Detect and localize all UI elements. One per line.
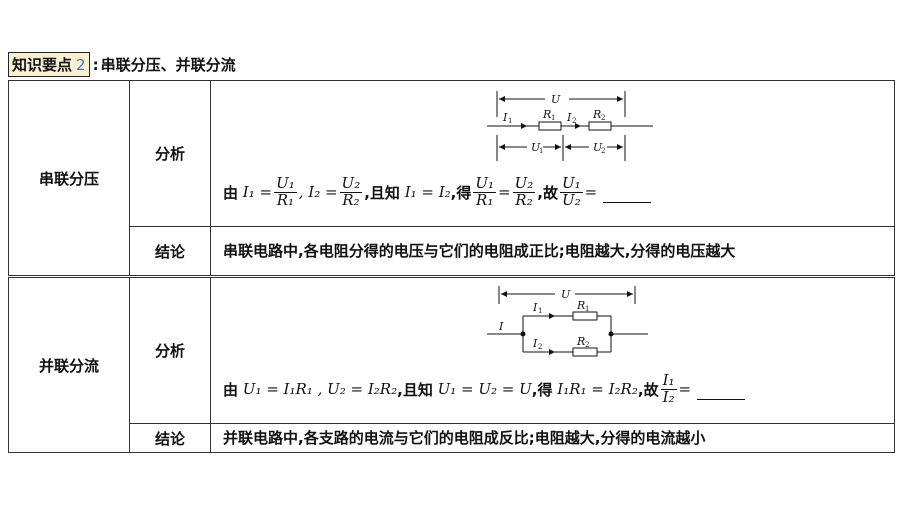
frac-denominator: R₂ xyxy=(515,190,533,209)
parallel-formula-eq3: = xyxy=(678,380,692,399)
parallel-conclusion-cell: 并联电路中,各支路的电流与它们的电阻成反比;电阻越大,分得的电流越小 xyxy=(210,423,895,453)
series-u1-label: U xyxy=(531,141,541,154)
parallel-formula-part1: U₁ = I₁R₁ , U₂ = I₂R₂ xyxy=(242,380,398,399)
parallel-formula-eq: U₁ = U₂ = U xyxy=(437,380,532,399)
parallel-formula-mid: ,且知 xyxy=(397,380,433,399)
parallel-circuit-diagram: U I I R I R 1 1 2 2 xyxy=(487,286,648,357)
series-circuit-diagram: U I R I R U U 1 1 2 2 1 2 xyxy=(487,91,653,161)
parallel-i-label: I xyxy=(498,320,504,333)
parallel-r1-label: R xyxy=(576,299,585,312)
knowledge-table: 串联分压 分析 xyxy=(8,80,895,453)
header-colon: : xyxy=(92,55,99,74)
series-answer-blank[interactable] xyxy=(603,201,652,204)
series-formula-eq3: = xyxy=(584,183,598,202)
frac-numerator: I₁ xyxy=(660,371,677,390)
series-formula-mid: ,且知 xyxy=(364,183,400,202)
parallel-r2-sub: 2 xyxy=(585,341,589,349)
parallel-formula-so: ,故 xyxy=(637,380,659,399)
parallel-analysis-cell: U I I R I R 1 1 2 2 由 xyxy=(210,276,895,424)
series-analysis-row: 串联分压 分析 xyxy=(8,80,895,278)
series-i2-sub: 2 xyxy=(572,117,576,125)
parallel-formula: 由 U₁ = I₁R₁ , U₂ = I₂R₂ ,且知 U₁ = U₂ = U … xyxy=(223,371,746,406)
parallel-analysis-row: 并联分流 分析 xyxy=(8,276,895,453)
series-analysis-cell: U I R I R U U 1 1 2 2 1 2 xyxy=(210,80,895,227)
parallel-conclusion-row: 结论 并联电路中,各支路的电流与它们的电阻成反比;电阻越大,分得的电流越小 xyxy=(9,423,895,453)
parallel-u-label: U xyxy=(561,288,571,301)
parallel-row-label: 并联分流 xyxy=(8,276,130,453)
series-r2-label: R xyxy=(592,108,601,121)
series-r1-label: R xyxy=(542,108,551,121)
parallel-i1-sub: 1 xyxy=(538,307,542,315)
frac-numerator: U₁ xyxy=(274,174,297,193)
series-u2-sub: 2 xyxy=(601,147,605,155)
series-i1-sub: 1 xyxy=(508,117,512,125)
parallel-i2-sub: 2 xyxy=(538,343,542,351)
series-i1-label: I xyxy=(502,111,508,124)
parallel-analysis-label: 分析 xyxy=(129,276,211,424)
series-u1-sub: 1 xyxy=(539,147,543,155)
parallel-conclusion-text: 并联电路中,各支路的电流与它们的电阻成反比;电阻越大,分得的电流越小 xyxy=(223,429,706,447)
series-r2-sub: 2 xyxy=(601,114,605,122)
parallel-r1-sub: 1 xyxy=(585,305,589,313)
frac-denominator: R₂ xyxy=(342,190,360,209)
frac-numerator: U₂ xyxy=(339,174,363,193)
series-row-label: 串联分压 xyxy=(8,80,130,278)
parallel-r2-label: R xyxy=(576,335,585,348)
parallel-formula-lead: 由 xyxy=(223,380,239,399)
frac-numerator: U₁ xyxy=(473,174,497,193)
series-r1-sub: 1 xyxy=(551,114,555,122)
tag-label: 知识要点 xyxy=(12,56,73,74)
frac-denominator: R₁ xyxy=(276,190,295,209)
series-formula-i1: I₁ = xyxy=(242,183,273,202)
series-formula-eq2: = xyxy=(498,183,511,202)
frac-denominator: R₁ xyxy=(476,190,494,209)
series-formula-so: ,故 xyxy=(537,183,558,202)
series-i2-label: I xyxy=(566,111,572,124)
parallel-answer-blank[interactable] xyxy=(697,398,746,401)
series-formula-lead: 由 xyxy=(223,183,239,202)
frac-denominator: U₂ xyxy=(561,190,581,209)
series-u-label: U xyxy=(551,93,561,106)
parallel-formula-eq2: I₁R₁ = I₂R₂ xyxy=(557,380,638,399)
series-formula-get: ,得 xyxy=(450,183,472,202)
parallel-i1-label: I xyxy=(532,301,538,314)
parallel-formula-get: ,得 xyxy=(531,380,553,399)
series-u2-label: U xyxy=(593,141,603,154)
series-analysis-label: 分析 xyxy=(129,80,211,227)
frac-numerator: U₂ xyxy=(512,174,536,193)
parallel-i2-label: I xyxy=(532,337,538,350)
series-formula-eq: I₁ = I₂ xyxy=(404,183,451,202)
series-conclusion-label: 结论 xyxy=(129,226,211,278)
series-conclusion-row: 结论 串联电路中,各电阻分得的电压与它们的电阻成正比;电阻越大,分得的电压越大 xyxy=(9,226,895,278)
series-formula-i2: , I₂ = xyxy=(298,183,338,202)
section-title: 串联分压、并联分流 xyxy=(100,56,236,74)
frac-numerator: U₁ xyxy=(559,174,583,193)
tag-number: 2 xyxy=(76,56,86,74)
parallel-conclusion-label: 结论 xyxy=(129,423,211,453)
frac-denominator: I₂ xyxy=(662,387,675,406)
series-conclusion-text: 串联电路中,各电阻分得的电压与它们的电阻成正比;电阻越大,分得的电压越大 xyxy=(223,242,736,260)
series-conclusion-cell: 串联电路中,各电阻分得的电压与它们的电阻成正比;电阻越大,分得的电压越大 xyxy=(210,226,895,278)
